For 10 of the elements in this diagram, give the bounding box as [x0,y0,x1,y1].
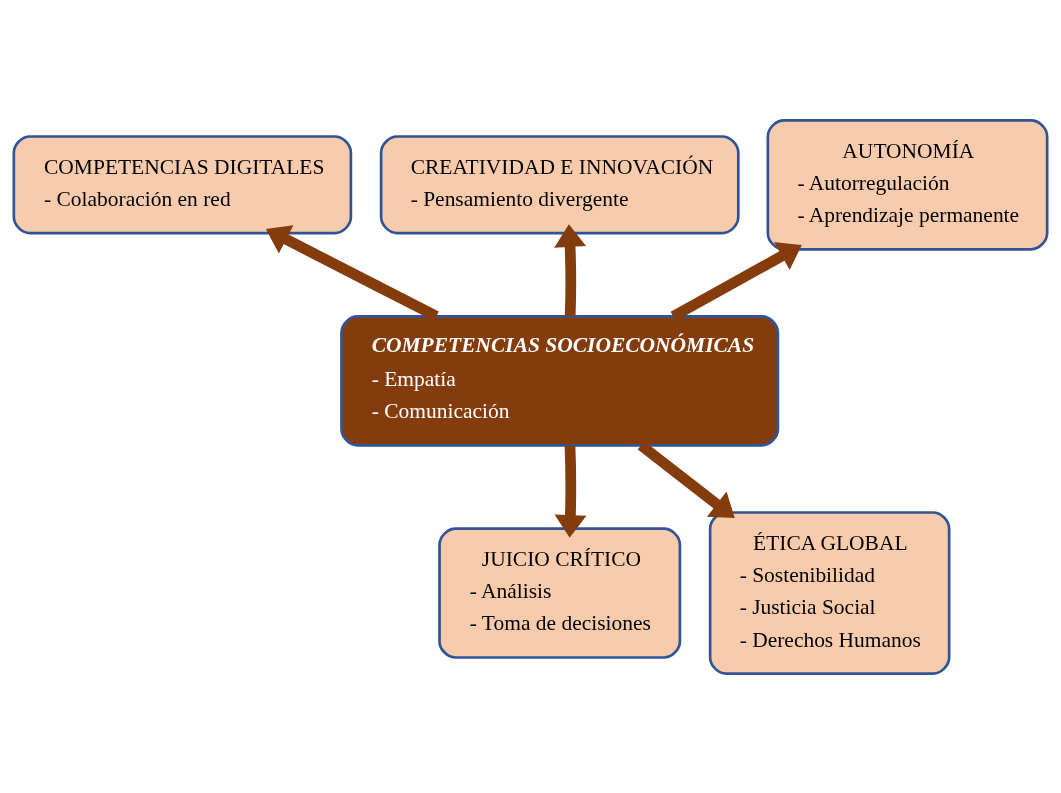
node-box: CREATIVIDAD E INNOVACIÓN - Pensamiento divergente [379,134,740,234]
arrow [670,241,802,321]
node-box: JUICIO CRÍTICO - Análisis - Toma de decisiones [438,526,682,659]
node-box: COMPETENCIAS SOCIOECONÓMICAS - Empatía - Comunicación [340,314,780,447]
arrow [554,223,587,316]
arrow [554,444,587,538]
arrow [265,224,439,321]
node-box: AUTONOMÍA - Autorregulación - Aprendizaje permanente [766,118,1049,251]
node-box: ÉTICA GLOBAL - Sostenibilidad - Justicia Social - Derechos Humanos [708,510,951,675]
node-box: COMPETENCIAS DIGITALES - Colaboración en red [12,134,353,234]
